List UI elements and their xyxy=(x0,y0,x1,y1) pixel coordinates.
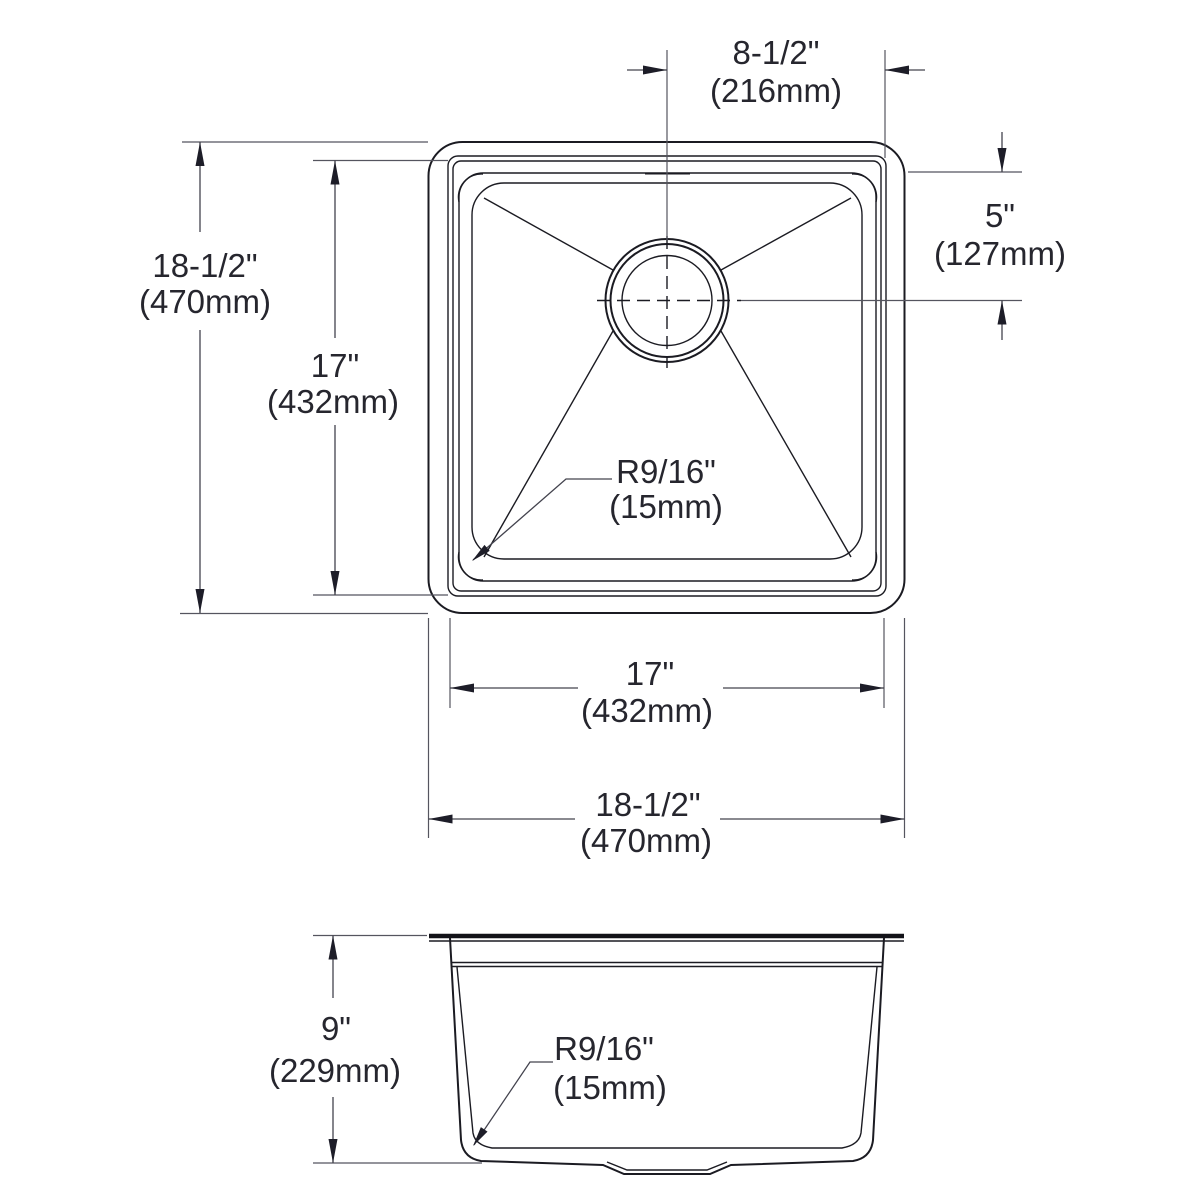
callout-corner-radius-plan-r: R9/16" xyxy=(616,453,716,490)
dim-drain-depth-inches: 5" xyxy=(985,197,1015,234)
corner-bead-top-right xyxy=(851,173,878,203)
drain xyxy=(597,236,741,368)
dim-overall-height: 18-1/2" (470mm) xyxy=(139,141,428,615)
dim-depth-inches: 9" xyxy=(321,1010,351,1047)
dim-overall-width-mm: (470mm) xyxy=(580,822,712,859)
callout-corner-radius-plan-mm: (15mm) xyxy=(609,488,723,525)
side-drain-bump-inner xyxy=(606,1161,728,1171)
dim-overall-height-mm: (470mm) xyxy=(139,283,271,320)
callout-corner-radius-side-mm: (15mm) xyxy=(553,1069,667,1106)
dim-depth-mm: (229mm) xyxy=(269,1052,401,1089)
dim-bowl-height-inches: 17" xyxy=(311,347,359,384)
side-outer-shell xyxy=(449,937,885,1175)
dim-overall-height-inches: 18-1/2" xyxy=(152,247,257,284)
dim-bowl-width: 17" (432mm) xyxy=(449,618,885,729)
dim-bowl-height: 17" (432mm) xyxy=(267,159,448,596)
corner-bead-top-left xyxy=(457,173,484,203)
dim-bowl-width-inches: 17" xyxy=(626,655,674,692)
dim-overall-width-inches: 18-1/2" xyxy=(595,786,700,823)
dim-overall-width: 18-1/2" (470mm) xyxy=(427,618,906,859)
dim-drain-depth: 5" (127mm) xyxy=(741,132,1066,340)
side-view xyxy=(429,933,904,1175)
dim-depth: 9" (229mm) xyxy=(269,934,482,1164)
side-inner-bowl xyxy=(456,966,878,1149)
corner-bead-bottom-right xyxy=(851,551,878,581)
dim-drain-offset: 8-1/2" (216mm) xyxy=(627,34,925,240)
callout-corner-radius-side: R9/16" (15mm) xyxy=(473,1030,667,1146)
callout-corner-radius-side-r: R9/16" xyxy=(554,1030,654,1067)
dim-drain-offset-mm: (216mm) xyxy=(710,72,842,109)
bowl-diagonals xyxy=(483,197,852,558)
dim-bowl-width-mm: (432mm) xyxy=(581,692,713,729)
dim-drain-offset-inches: 8-1/2" xyxy=(733,34,820,71)
dim-drain-depth-mm: (127mm) xyxy=(934,235,1066,272)
corner-bead-bottom-left xyxy=(457,551,484,581)
dim-bowl-height-mm: (432mm) xyxy=(267,383,399,420)
callout-corner-radius-plan: R9/16" (15mm) xyxy=(472,453,723,561)
